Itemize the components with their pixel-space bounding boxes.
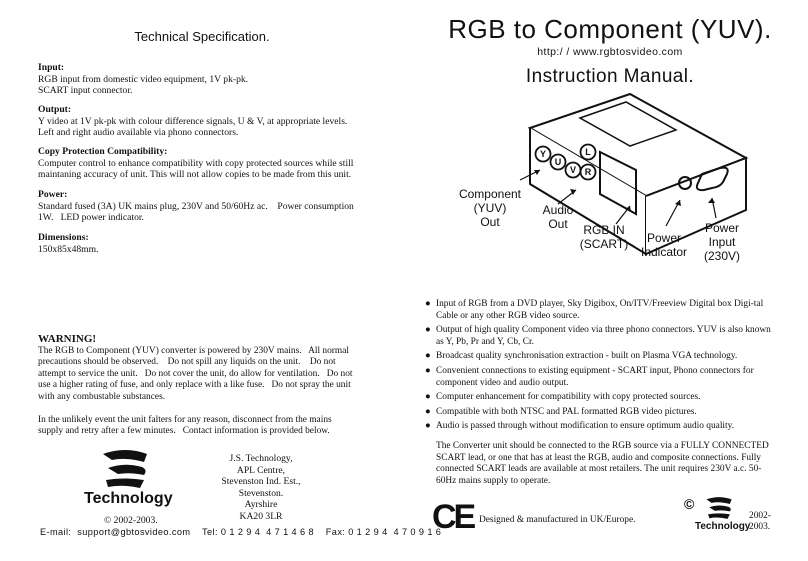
warning-line: with any combustable substances. bbox=[38, 391, 166, 402]
list-item: ● Broadcast quality synchronisation extra… bbox=[425, 351, 775, 363]
spec-line: Left and right audio available via phono… bbox=[38, 127, 239, 139]
warning-line: The RGB to Component (YUV) converter is … bbox=[38, 345, 349, 356]
jack-label: L bbox=[585, 147, 591, 157]
label-power: (230V) bbox=[704, 249, 740, 263]
list-item: ● Convenient connections to existing equi… bbox=[425, 366, 775, 389]
technology-logo-icon bbox=[103, 450, 147, 488]
feature-text: Broadcast quality synchronisation extrac… bbox=[436, 351, 738, 362]
spec-line: maintaning accuracy of unit. This will n… bbox=[38, 169, 352, 181]
warning-line: use a higher rating of fuse, and only re… bbox=[38, 380, 351, 391]
warning-section: WARNING! The RGB to Component (YUV) conv… bbox=[38, 333, 370, 438]
feature-text: Compatible with both NTSC and PAL format… bbox=[436, 406, 697, 417]
manual-title: Instruction Manual. bbox=[525, 66, 695, 87]
label-component: Component bbox=[459, 187, 522, 201]
jack-l-icon bbox=[579, 143, 597, 161]
label-rgb: RGB IN bbox=[583, 223, 624, 237]
address-line: Stevenston Ind. Est., bbox=[221, 476, 301, 487]
spec-input: Input: RGB input from domestic video equ… bbox=[38, 62, 370, 97]
spec-line: Computer control to enhance compatibilit… bbox=[38, 157, 354, 169]
made-in-text: Designed & manufactured in UK/Europe. bbox=[479, 515, 636, 525]
feature-text: Output of high quality Component video v… bbox=[436, 325, 771, 347]
spec-heading: Power: bbox=[38, 189, 68, 200]
spec-line: RGB input from domestic video equipment,… bbox=[38, 73, 249, 85]
spec-heading: Input: bbox=[38, 62, 65, 73]
warning-line: In the unlikely event the unit falters f… bbox=[38, 414, 332, 425]
label-audio: Audio bbox=[543, 203, 574, 217]
address-line: J.S. Technology, bbox=[229, 453, 293, 464]
feature-list: ● Input of RGB from a DVD player, Sky Dig… bbox=[425, 299, 775, 436]
spec-line: SCART input connector. bbox=[38, 85, 133, 97]
label-power: Input bbox=[709, 235, 736, 249]
label-audio: Out bbox=[548, 217, 568, 231]
label-component: Out bbox=[480, 215, 500, 229]
label-component: (YUV) bbox=[474, 201, 507, 215]
address-line: APL Centre, bbox=[236, 464, 286, 476]
list-item: ● Compatible with both NTSC and PAL forma… bbox=[425, 407, 775, 419]
feature-text: Convenient connections to existing equip… bbox=[436, 365, 754, 388]
bullet-icon: ● bbox=[425, 299, 431, 309]
feature-text: Audio is passed through without modifica… bbox=[436, 421, 735, 432]
warning-line: precautions should be observed. Do not s… bbox=[38, 357, 336, 368]
address-line: Ayrshire bbox=[244, 499, 278, 510]
bullet-icon: ● bbox=[425, 421, 431, 432]
ce-mark: CE bbox=[432, 498, 476, 536]
label-indicator: Indicator bbox=[641, 245, 687, 259]
bullet-icon: ● bbox=[425, 392, 431, 403]
spec-line: Y video at 1V pk-pk with colour differen… bbox=[38, 115, 348, 127]
spec-copy-protection: Copy Protection Compatibility: Computer … bbox=[38, 146, 370, 181]
address-line: Stevenston. bbox=[238, 487, 284, 499]
jack-label: Y bbox=[540, 149, 546, 159]
connection-paragraph: The Converter unit should be connected t… bbox=[436, 441, 769, 486]
spec-line: 1W. LED power indicator. bbox=[38, 212, 144, 224]
list-item: ● Audio is passed through without modific… bbox=[425, 421, 775, 433]
label-rgb: (SCART) bbox=[580, 237, 628, 251]
copyright-symbol: © bbox=[684, 496, 695, 512]
website-url: http:/ / www.rgbtosvideo.com bbox=[537, 46, 683, 58]
left-copyright: © 2002-2003. bbox=[104, 515, 158, 526]
spec-heading: Dimensions: bbox=[38, 232, 89, 243]
year-line: 2002- bbox=[749, 511, 771, 521]
logo-text: Technology bbox=[695, 521, 751, 532]
jack-label: R bbox=[585, 167, 592, 177]
spec-power: Power: Standard fused (3A) UK mains plug… bbox=[38, 189, 370, 224]
warning-line: supply and retry after a few minutes. Co… bbox=[38, 426, 330, 437]
list-item: ● Output of high quality Component video … bbox=[425, 325, 775, 348]
list-item: ● Computer enhancement for compatibility … bbox=[425, 392, 775, 404]
right-year: 2002- 2003. bbox=[749, 511, 771, 533]
spec-title: Technical Specification. bbox=[134, 29, 270, 44]
bullet-icon: ● bbox=[425, 365, 431, 376]
product-title: RGB to Component (YUV). bbox=[448, 14, 772, 44]
label-indicator: Power bbox=[647, 231, 681, 245]
jack-r-icon bbox=[579, 163, 597, 181]
spec-line: Standard fused (3A) UK mains plug, 230V … bbox=[38, 200, 354, 212]
technology-logo-icon bbox=[706, 497, 732, 519]
bullet-icon: ● bbox=[425, 406, 431, 417]
warning-line: attempt to service the unit. Do not cove… bbox=[38, 368, 353, 379]
bullet-icon: ● bbox=[425, 325, 431, 336]
jack-label: V bbox=[570, 165, 576, 175]
contact-footer: E-mail: support@gbtosvideo.com Tel: 0 1 … bbox=[40, 527, 442, 537]
list-item: ● Input of RGB from a DVD player, Sky Dig… bbox=[425, 299, 775, 322]
logo-text: Technology bbox=[84, 490, 173, 507]
feature-text: Input of RGB from a DVD player, Sky Digi… bbox=[436, 299, 764, 321]
jack-label: U bbox=[555, 157, 562, 167]
bullet-icon: ● bbox=[425, 351, 431, 362]
jack-y-icon bbox=[534, 145, 552, 163]
device-diagram: Y U V L R Component (YUV) Out Audio Out … bbox=[459, 92, 749, 263]
spec-heading: Copy Protection Compatibility: bbox=[38, 146, 168, 157]
jack-u-icon bbox=[549, 153, 567, 171]
warning-heading: WARNING! bbox=[38, 333, 97, 345]
label-power: Power bbox=[705, 221, 739, 235]
spec-heading: Output: bbox=[38, 104, 72, 115]
spec-line: 150x85x48mm. bbox=[38, 243, 99, 255]
address-line: KA20 3LR bbox=[239, 510, 283, 522]
spec-dimensions: Dimensions: 150x85x48mm. bbox=[38, 232, 370, 255]
spec-output: Output: Y video at 1V pk-pk with colour … bbox=[38, 104, 370, 139]
contact-address: J.S. Technology, APL Centre, Stevenston … bbox=[206, 453, 316, 522]
feature-text: Computer enhancement for compatibility w… bbox=[436, 392, 701, 403]
year-line: 2003. bbox=[749, 522, 771, 532]
